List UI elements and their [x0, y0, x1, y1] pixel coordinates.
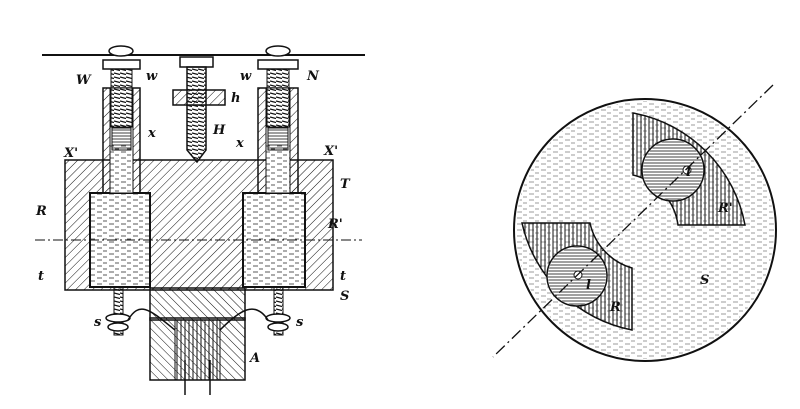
- label-R: R: [35, 204, 47, 219]
- label-R-prime-right: R': [717, 201, 733, 216]
- label-X1-right: X': [323, 144, 338, 159]
- label-N: N: [306, 69, 320, 84]
- screw-H: [186, 66, 207, 164]
- label-t-left: t: [38, 269, 44, 284]
- terminal-core: [174, 319, 221, 381]
- label-w-right: w: [240, 69, 252, 84]
- label-R-right: R: [609, 300, 621, 315]
- screw-head-H: [179, 56, 214, 68]
- right-figure-plan-view: l R' S l R: [492, 84, 777, 362]
- label-w-left: w: [146, 69, 158, 84]
- wire-right: [219, 308, 269, 331]
- bottom-screw-left: [113, 286, 124, 336]
- spring-x-right: [267, 127, 289, 151]
- label-R-prime: R': [327, 217, 343, 232]
- label-x-right: x: [235, 136, 244, 151]
- label-t-right: t: [340, 269, 346, 284]
- label-s-left: s: [94, 315, 102, 330]
- wire-left: [127, 308, 176, 331]
- label-S-right: S: [700, 273, 709, 288]
- spring-x-left: [111, 127, 132, 151]
- label-l-top: l: [686, 165, 691, 180]
- label-l-bottom: l: [586, 278, 591, 293]
- base-stem: [149, 287, 246, 321]
- label-h: h: [231, 91, 240, 106]
- bottom-screw-right: [273, 286, 284, 336]
- screw-W: [110, 61, 133, 128]
- label-A: A: [248, 351, 260, 366]
- label-T: T: [340, 177, 351, 192]
- left-figure-sectional-view: W w h w N H x x X' X' T R R' t t S s s A: [35, 45, 365, 395]
- label-X1-left: X': [63, 146, 78, 161]
- label-S: S: [340, 289, 349, 304]
- screw-N: [266, 61, 290, 128]
- label-s-right: s: [296, 315, 304, 330]
- label-H: H: [212, 123, 226, 138]
- center-line-right: [492, 84, 774, 358]
- label-W: W: [76, 73, 92, 88]
- label-x-left: x: [147, 126, 156, 141]
